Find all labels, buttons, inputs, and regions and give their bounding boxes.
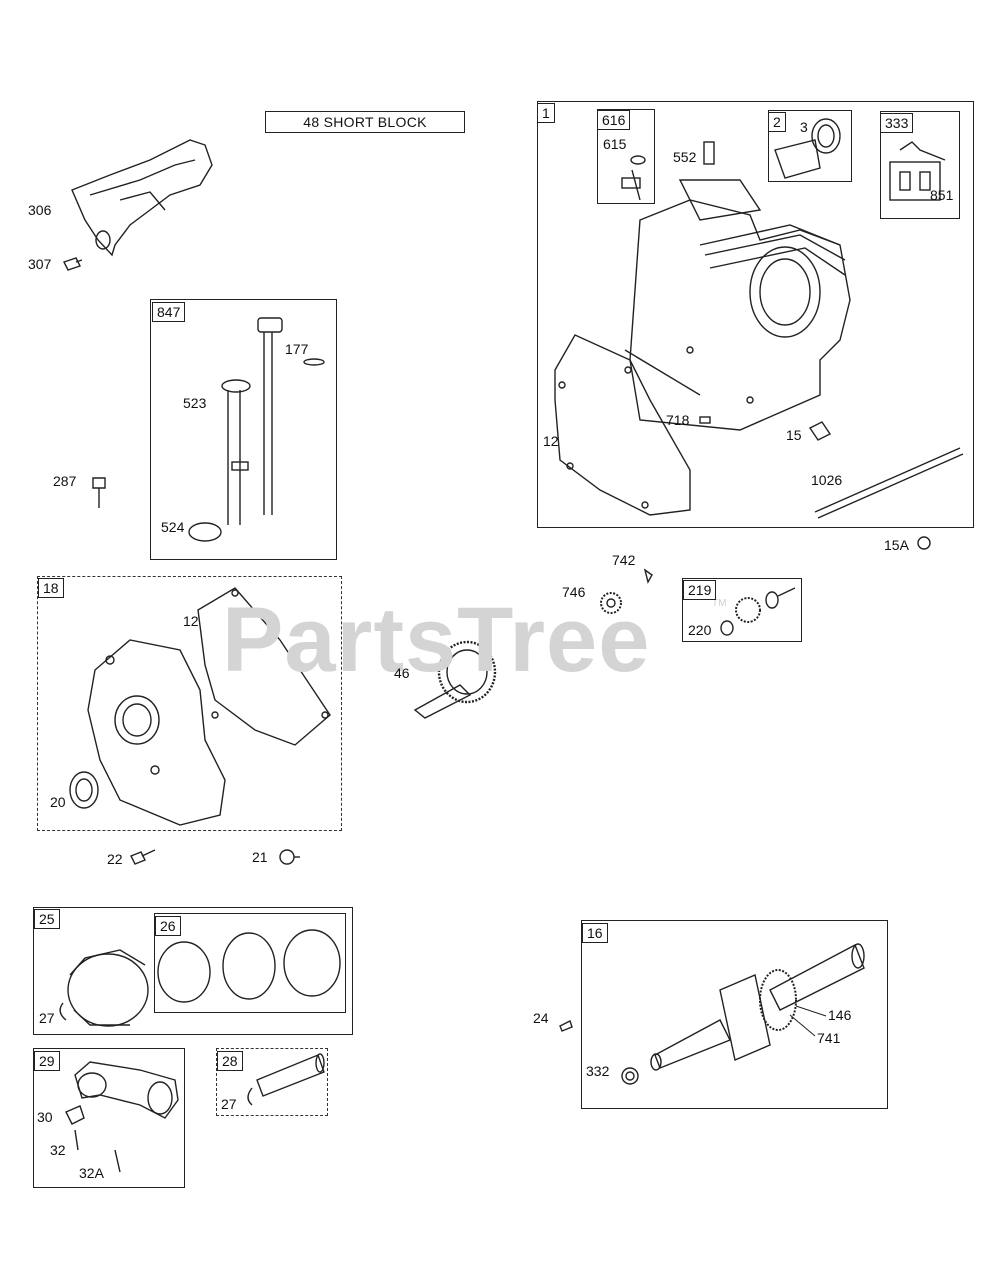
group-box-219 (682, 578, 802, 642)
clip-15-drawing (808, 421, 832, 441)
part-label-332[interactable]: 332 (586, 1063, 610, 1079)
sleeve-seal-drawing (774, 118, 841, 179)
dipstick-drawing (188, 317, 325, 542)
crankcase-cover-drawing (87, 639, 226, 826)
group-tag-1[interactable]: 1 (537, 103, 555, 123)
part-label-15A[interactable]: 15A (884, 537, 909, 553)
dowel-552-drawing (703, 141, 715, 165)
gasket-block-drawing (554, 334, 691, 516)
part-label-30[interactable]: 30 (37, 1109, 53, 1125)
part-label-22[interactable]: 22 (107, 851, 123, 867)
group-box-616 (597, 109, 655, 204)
part-label-146[interactable]: 146 (828, 1007, 852, 1023)
part-label-742[interactable]: 742 (612, 552, 636, 568)
group-tag-333[interactable]: 333 (880, 113, 914, 133)
part-label-12-cover[interactable]: 12 (183, 613, 199, 629)
group-box-18 (37, 576, 342, 831)
part-label-32[interactable]: 32 (50, 1142, 66, 1158)
group-tag-616[interactable]: 616 (597, 110, 631, 130)
group-tag-26[interactable]: 26 (155, 916, 181, 936)
piston-rings-drawing (157, 929, 341, 1003)
seal-20-drawing (69, 771, 99, 809)
part-label-1026[interactable]: 1026 (811, 472, 843, 488)
group-tag-25[interactable]: 25 (34, 909, 60, 929)
part-label-746[interactable]: 746 (562, 584, 586, 600)
part-label-718[interactable]: 718 (666, 412, 690, 428)
nut-15A-drawing (917, 536, 931, 550)
part-label-32A[interactable]: 32A (79, 1165, 104, 1181)
part-label-20[interactable]: 20 (50, 794, 66, 810)
group-box-28 (216, 1048, 328, 1116)
blower-housing-drawing (71, 139, 213, 257)
part-label-27-pin[interactable]: 27 (221, 1096, 237, 1112)
part-label-15[interactable]: 15 (786, 427, 802, 443)
group-tag-28[interactable]: 28 (217, 1051, 243, 1071)
pin-615-drawing (621, 155, 646, 201)
pin-718-drawing (699, 416, 711, 424)
leader-lines (789, 1005, 827, 1037)
group-box-26 (154, 913, 346, 1013)
armature-drawing (889, 141, 946, 201)
group-box-1 (537, 101, 974, 528)
group-box-333 (880, 111, 960, 219)
group-tag-18[interactable]: 18 (38, 578, 64, 598)
bolt-307-drawing (63, 257, 83, 271)
pushrod-drawing (814, 447, 964, 519)
part-label-27-piston[interactable]: 27 (39, 1010, 55, 1026)
nut-332-drawing (621, 1067, 639, 1085)
watermark: PartsTree (222, 589, 651, 691)
part-label-615[interactable]: 615 (603, 136, 627, 152)
part-label-3[interactable]: 3 (800, 119, 808, 135)
crankshaft-drawing (650, 943, 865, 1071)
watermark-trademark: TM (712, 598, 727, 609)
part-label-46[interactable]: 46 (394, 665, 410, 681)
group-box-29 (33, 1048, 185, 1188)
group-box-2 (768, 110, 852, 182)
part-label-307[interactable]: 307 (28, 256, 52, 272)
group-box-16 (581, 920, 888, 1109)
part-label-552[interactable]: 552 (673, 149, 697, 165)
part-label-177[interactable]: 177 (285, 341, 309, 357)
group-tag-16[interactable]: 16 (582, 923, 608, 943)
group-box-25 (33, 907, 353, 1035)
connecting-rod-drawing (65, 1061, 179, 1173)
engine-block-drawing (624, 179, 851, 431)
governor-gear-drawing (720, 587, 796, 636)
gear-746-drawing (600, 568, 653, 614)
part-label-523[interactable]: 523 (183, 395, 207, 411)
part-label-24[interactable]: 24 (533, 1010, 549, 1026)
group-tag-2[interactable]: 2 (768, 112, 786, 132)
group-tag-29[interactable]: 29 (34, 1051, 60, 1071)
key-24-drawing (559, 1020, 573, 1032)
group-tag-847[interactable]: 847 (152, 302, 186, 322)
part-label-287[interactable]: 287 (53, 473, 77, 489)
part-label-306[interactable]: 306 (28, 202, 52, 218)
piston-pin-drawing (247, 1053, 325, 1106)
plug-21-drawing (279, 849, 300, 865)
group-box-847 (150, 299, 337, 560)
part-label-851[interactable]: 851 (930, 187, 954, 203)
piston-drawing (59, 949, 149, 1027)
group-tag-219[interactable]: 219 (683, 580, 717, 600)
part-label-741[interactable]: 741 (817, 1030, 841, 1046)
part-label-220[interactable]: 220 (688, 622, 712, 638)
bolt-22-drawing (130, 849, 156, 865)
page-title: 48 SHORT BLOCK (265, 111, 465, 133)
bolt-287-drawing (92, 477, 106, 508)
gasket-cover-drawing (197, 587, 331, 746)
camshaft-drawing (413, 640, 497, 719)
part-label-21[interactable]: 21 (252, 849, 268, 865)
part-label-524[interactable]: 524 (161, 519, 185, 535)
part-label-12-block[interactable]: 12 (543, 433, 559, 449)
